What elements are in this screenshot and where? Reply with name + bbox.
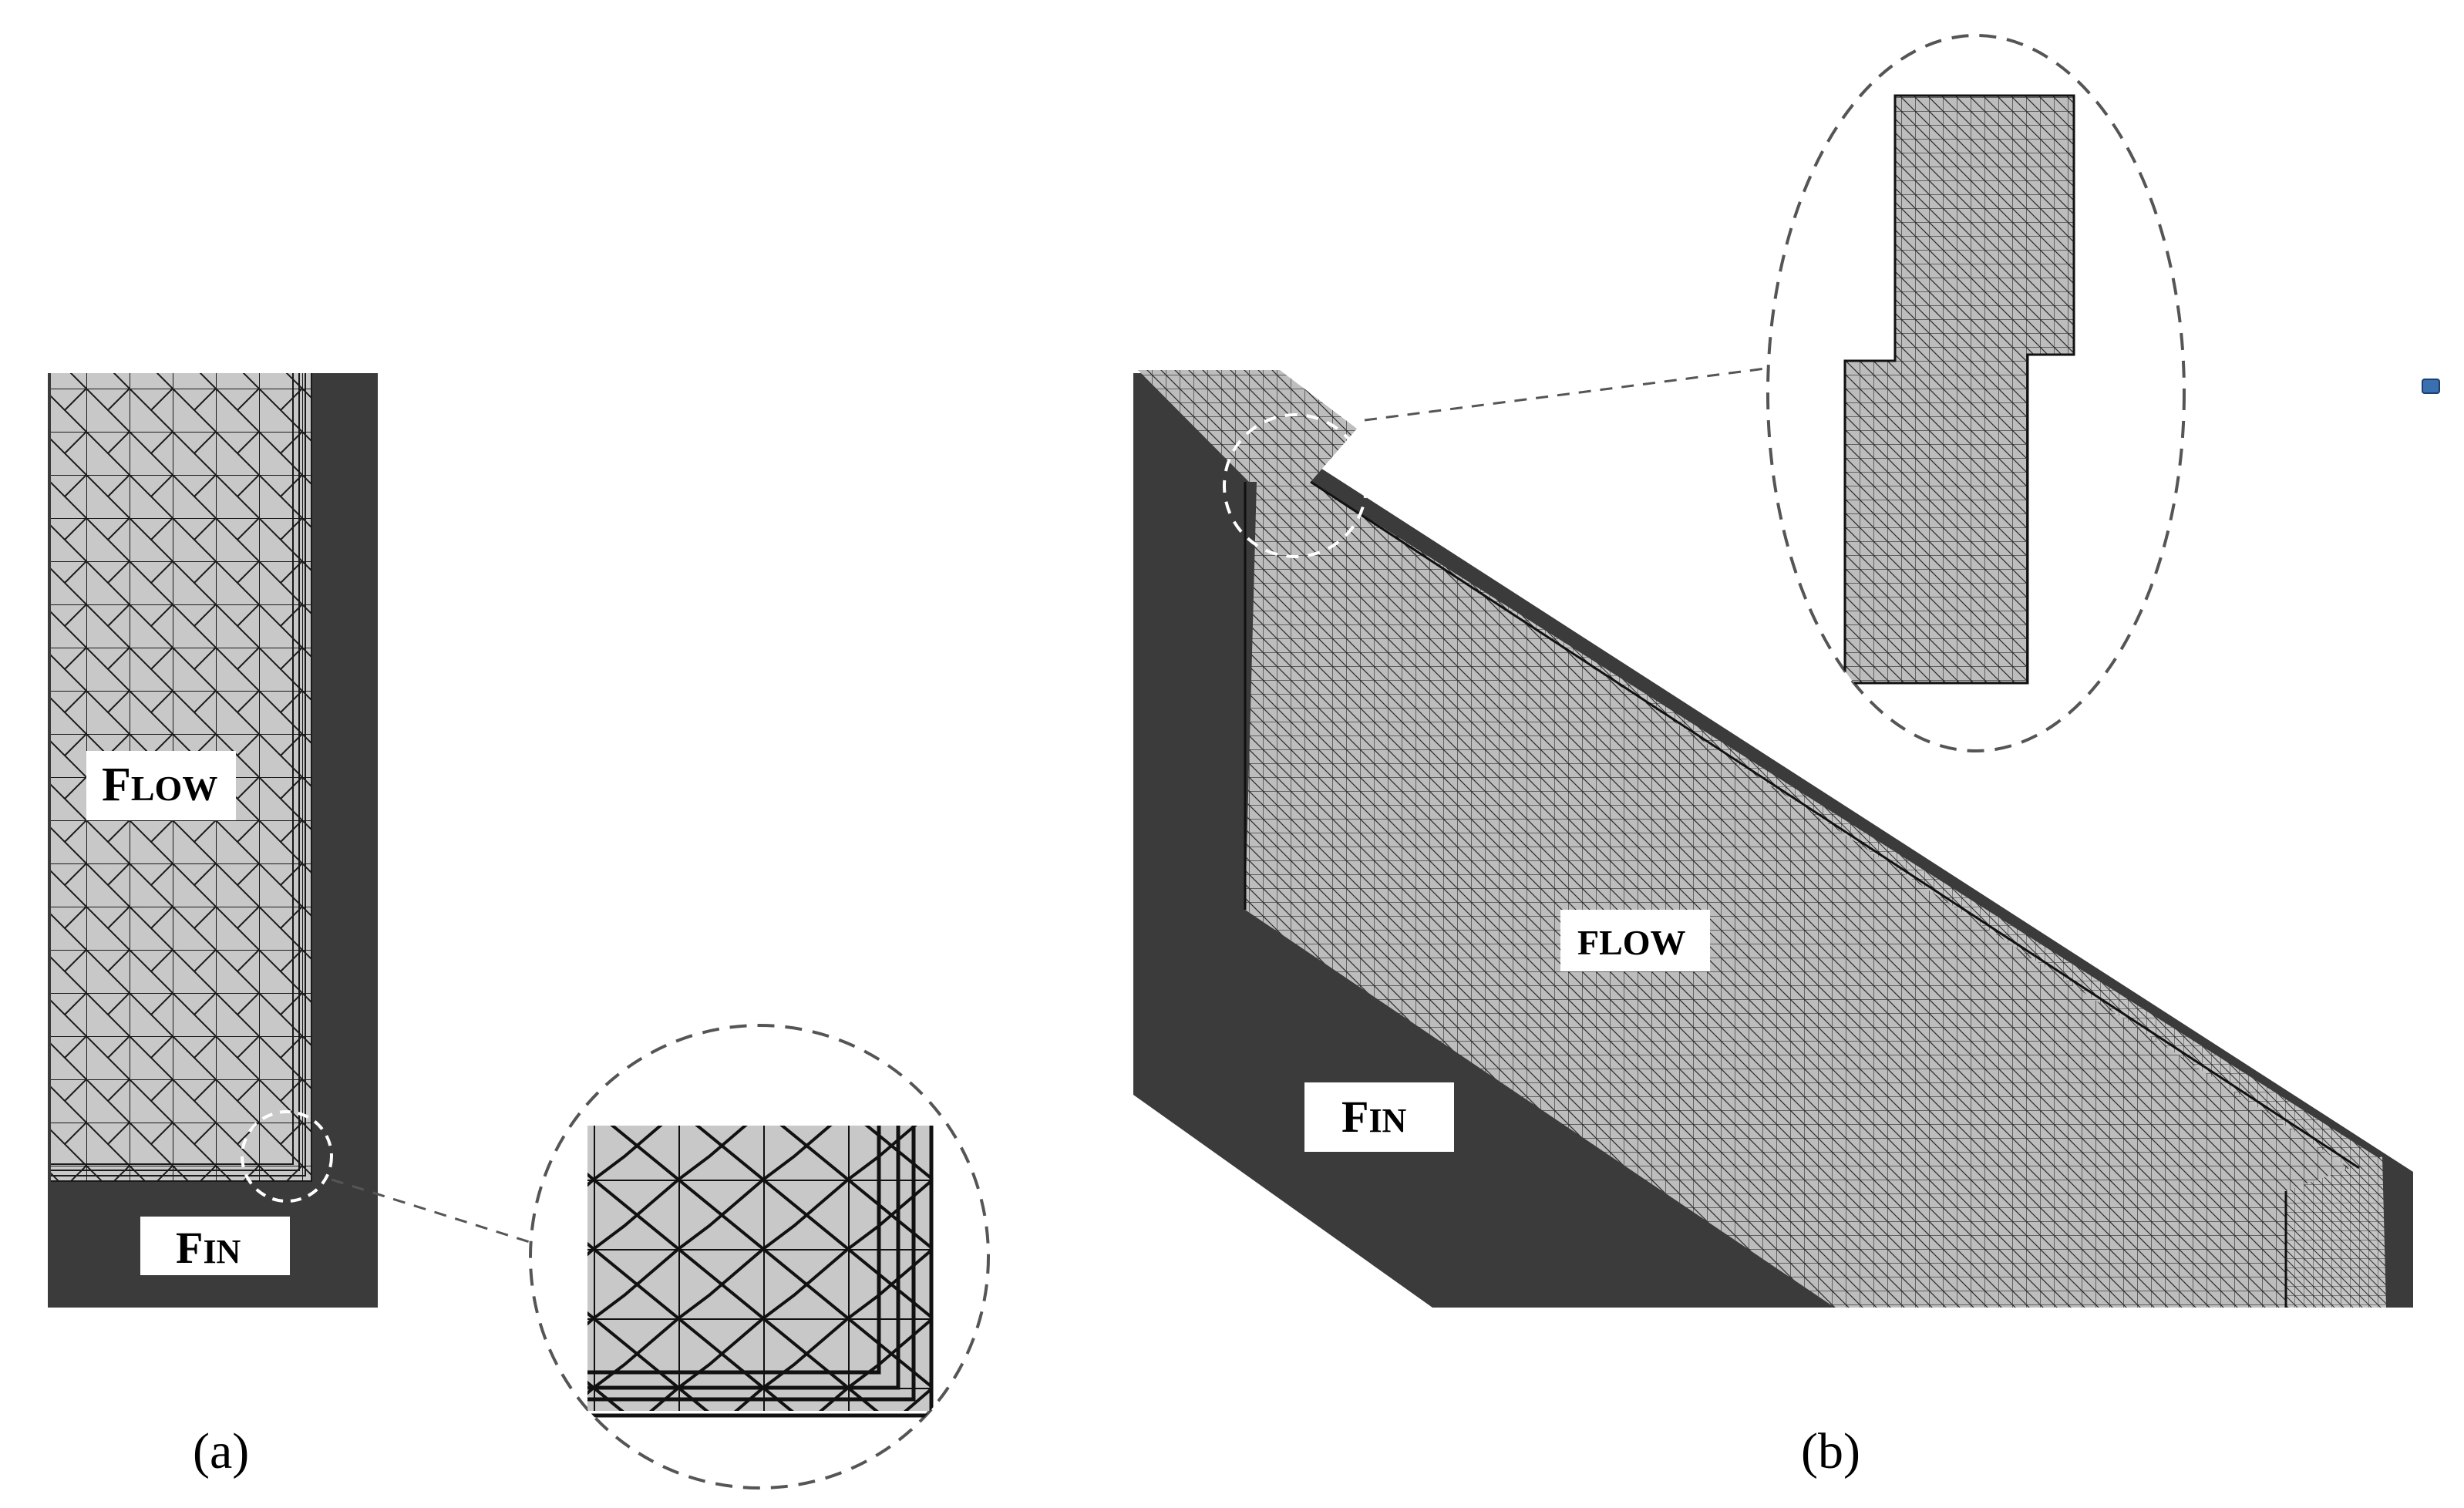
panel-a-zoom-mesh [587, 1126, 933, 1411]
panel-b-caption: (b) [1801, 1423, 1860, 1479]
panel-b-zoom-connector [1364, 367, 1766, 422]
panel-a-zoom-boundary-layers [587, 1126, 934, 1418]
panel-b-end-face [2286, 1156, 2386, 1308]
panel-a-zoom-connector [331, 1178, 533, 1244]
panel-a: FLOW FIN (a) [48, 373, 990, 1489]
panel-b-zoom-marker [1223, 413, 1368, 558]
panel-a-fin-label-box [140, 1217, 290, 1275]
panel-b-top-face [1138, 370, 1357, 482]
panel-a-caption: (a) [193, 1423, 249, 1479]
panel-b-flow-mesh [1245, 482, 2355, 1308]
panel-a-zoom-marker [241, 1110, 333, 1203]
corner-widget-icon [2422, 379, 2440, 394]
panel-a-boundary-layers [51, 373, 312, 1182]
panel-b-fin-label-box [1304, 1082, 1454, 1152]
panel-a-flow-label: FLOW [102, 759, 217, 811]
panel-b: FLOW FIN (b) [1133, 34, 2413, 1479]
panel-b-edges [1244, 480, 2360, 1308]
panel-b-flow-label: FLOW [1577, 923, 1686, 962]
panel-b-flow-label-box [1560, 910, 1710, 971]
panel-a-fin-label: FIN [176, 1223, 241, 1273]
panel-b-fin-label: FIN [1341, 1092, 1407, 1142]
panel-a-flow-label-box [86, 751, 236, 820]
panel-b-zoom-mesh [1843, 94, 2075, 685]
